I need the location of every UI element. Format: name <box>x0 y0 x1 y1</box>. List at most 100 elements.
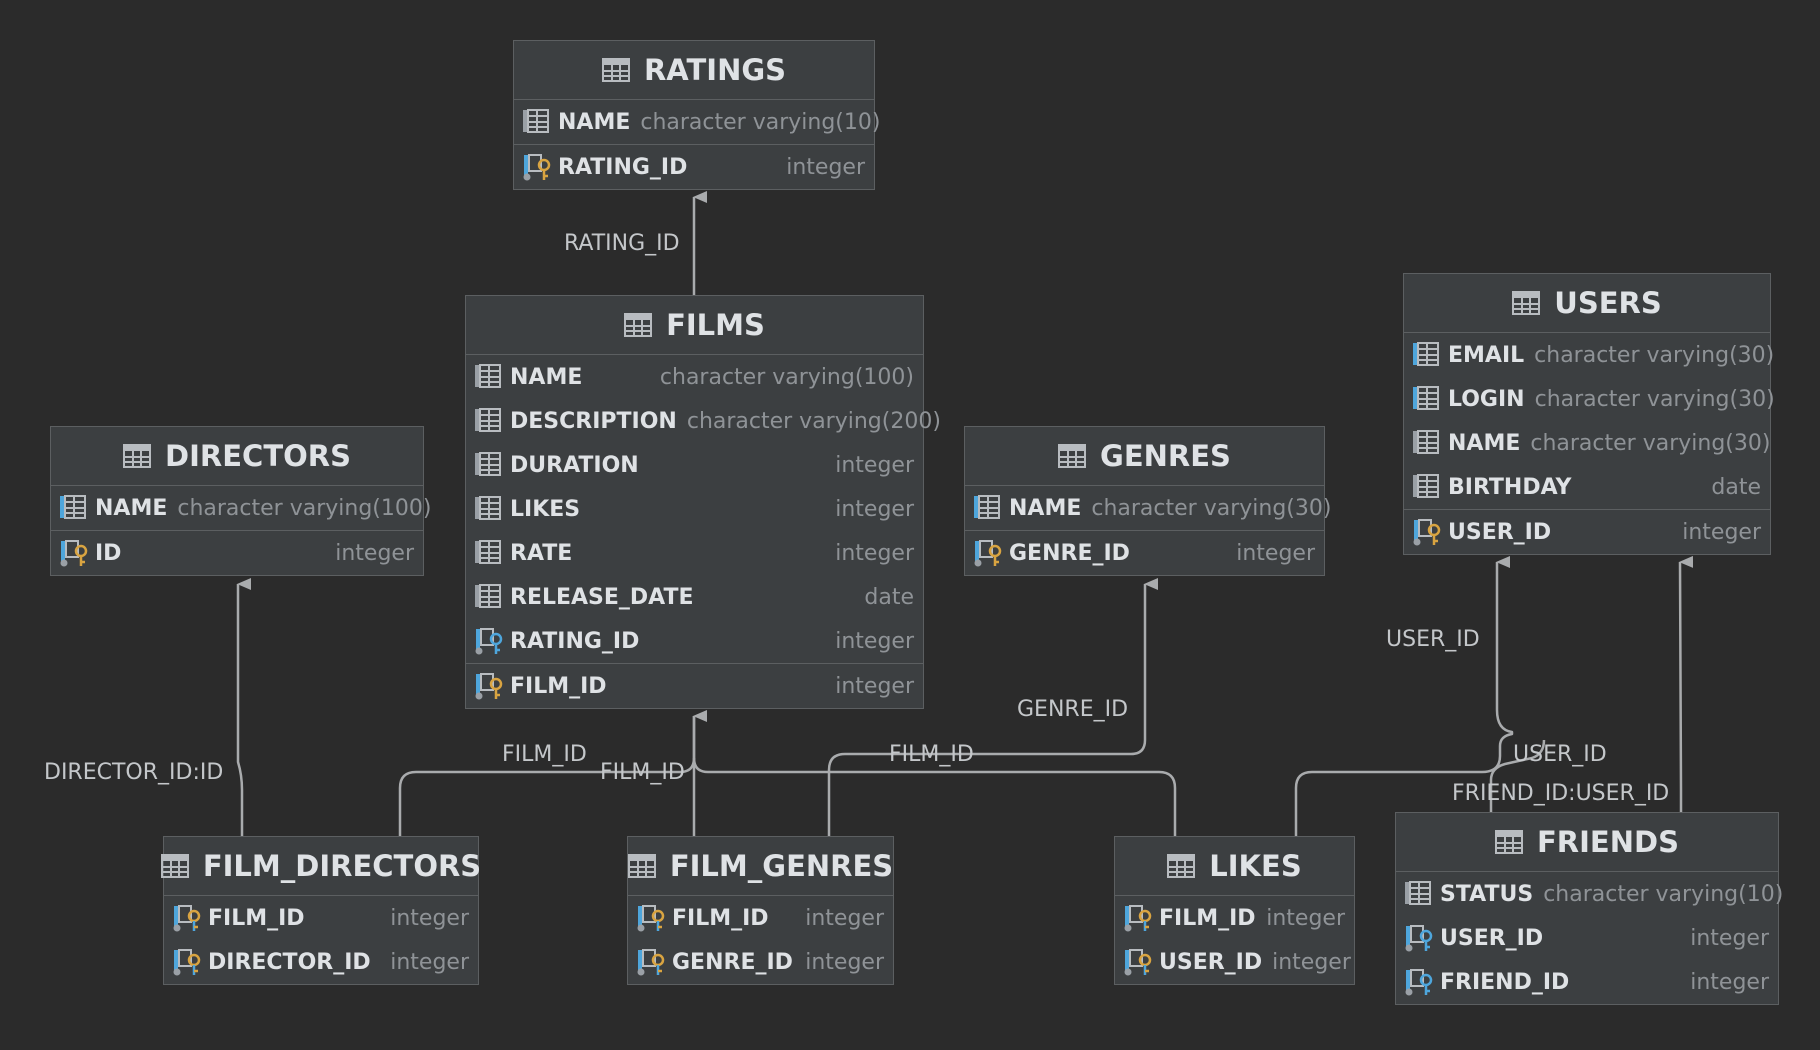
table-header: LIKES <box>1115 837 1354 896</box>
column-row[interactable]: FILM_ID integer <box>164 896 478 940</box>
column-type: integer <box>335 540 414 566</box>
table-title: FILM_DIRECTORS <box>202 849 482 883</box>
column-row[interactable]: RELEASE_DATE date <box>466 575 923 619</box>
column-row[interactable]: RATING_ID integer <box>466 619 923 663</box>
column-icon <box>59 493 89 523</box>
table-film-genres[interactable]: FILM_GENRES FILM_ID integer GENRE_ID int… <box>627 836 894 985</box>
column-row[interactable]: STATUS character varying(10) <box>1396 872 1783 916</box>
table-film-directors[interactable]: FILM_DIRECTORS FILM_ID integer DIRECTOR_… <box>160 836 482 985</box>
column-type: integer <box>1690 969 1769 995</box>
column-row[interactable]: NAME character varying(100) <box>466 355 923 399</box>
column-row[interactable]: GENRE_ID integer <box>965 530 1324 575</box>
column-name: FILM_ID <box>1159 905 1256 931</box>
column-row[interactable]: ID integer <box>51 530 423 575</box>
column-type: character varying(100) <box>659 364 914 390</box>
edge-likes-films <box>692 757 1177 836</box>
column-row[interactable]: DESCRIPTION character varying(200) <box>466 399 941 443</box>
edge-label-user-id-likes: USER_ID <box>1386 627 1480 652</box>
table-title: DIRECTORS <box>165 439 351 473</box>
primary-foreign-key-icon <box>636 903 666 933</box>
column-name: FILM_ID <box>510 673 607 699</box>
edge-label-film-id-directors: FILM_ID <box>502 742 587 767</box>
column-type: character varying(30) <box>1091 495 1332 521</box>
column-row[interactable]: FILM_ID integer <box>466 663 923 708</box>
column-row[interactable]: GENRE_ID integer <box>628 940 893 984</box>
primary-foreign-key-icon <box>636 947 666 977</box>
column-type: integer <box>786 154 865 180</box>
table-icon <box>627 854 656 878</box>
column-row[interactable]: USER_ID integer <box>1404 509 1770 554</box>
table-header: RATINGS <box>514 41 874 100</box>
column-type: character varying(30) <box>1530 430 1771 456</box>
primary-key-icon <box>59 538 89 568</box>
column-name: BIRTHDAY <box>1448 474 1572 500</box>
table-title: GENRES <box>1100 439 1231 473</box>
column-row[interactable]: RATE integer <box>466 531 923 575</box>
edge-label-user-id-friends: USER_ID <box>1513 742 1607 767</box>
column-name: RATING_ID <box>510 628 640 654</box>
column-name: NAME <box>1009 495 1082 521</box>
table-icon <box>160 854 189 878</box>
primary-key-icon <box>1412 517 1442 547</box>
column-name: USER_ID <box>1448 519 1552 545</box>
table-header: FILMS <box>466 296 923 355</box>
column-type: integer <box>835 452 914 478</box>
column-row[interactable]: BIRTHDAY date <box>1404 465 1770 509</box>
edge-film-directors-directors <box>236 578 251 836</box>
column-row[interactable]: NAME character varying(10) <box>514 100 880 144</box>
column-name: LIKES <box>510 496 581 522</box>
column-row[interactable]: EMAIL character varying(30) <box>1404 333 1774 377</box>
table-users[interactable]: USERS EMAIL character varying(30) LOGIN … <box>1403 273 1775 555</box>
column-type: character varying(100) <box>177 495 432 521</box>
edge-likes-users <box>1294 556 1514 836</box>
column-row[interactable]: LOGIN character varying(30) <box>1404 377 1775 421</box>
column-row[interactable]: NAME character varying(30) <box>965 486 1331 530</box>
foreign-key-icon <box>474 626 504 656</box>
column-row[interactable]: USER_ID integer <box>1115 940 1354 984</box>
column-row[interactable]: DURATION integer <box>466 443 923 487</box>
column-type: integer <box>1690 925 1769 951</box>
primary-foreign-key-icon <box>172 903 202 933</box>
column-icon <box>474 362 504 392</box>
table-icon <box>601 58 630 82</box>
column-row[interactable]: LIKES integer <box>466 487 923 531</box>
table-icon <box>1058 444 1087 468</box>
column-row[interactable]: USER_ID integer <box>1396 916 1778 960</box>
column-name: DIRECTOR_ID <box>208 949 371 975</box>
column-name: RATING_ID <box>558 154 688 180</box>
column-type: character varying(10) <box>640 109 881 135</box>
column-type: integer <box>805 905 884 931</box>
column-icon <box>1412 340 1442 370</box>
column-row[interactable]: RATING_ID integer <box>514 144 874 189</box>
table-ratings[interactable]: RATINGS NAME character varying(10) RATIN… <box>513 40 880 190</box>
column-type: integer <box>835 628 914 654</box>
column-name: NAME <box>1448 430 1521 456</box>
column-row[interactable]: NAME character varying(100) <box>51 486 431 530</box>
column-type: integer <box>390 949 469 975</box>
table-directors[interactable]: DIRECTORS NAME character varying(100) ID… <box>50 426 431 576</box>
table-friends[interactable]: FRIENDS STATUS character varying(10) USE… <box>1395 812 1783 1005</box>
column-type: integer <box>805 949 884 975</box>
column-icon <box>474 538 504 568</box>
table-likes[interactable]: LIKES FILM_ID integer USER_ID integer <box>1114 836 1355 985</box>
table-header: FILM_DIRECTORS <box>160 837 482 896</box>
column-name: LOGIN <box>1448 386 1525 412</box>
column-type: character varying(30) <box>1534 342 1775 368</box>
column-icon <box>1404 879 1434 909</box>
column-row[interactable]: FILM_ID integer <box>1115 896 1354 940</box>
primary-key-icon <box>474 671 504 701</box>
table-icon <box>123 444 152 468</box>
table-genres[interactable]: GENRES NAME character varying(30) GENRE_… <box>964 426 1331 576</box>
column-row[interactable]: FILM_ID integer <box>628 896 893 940</box>
column-row[interactable]: DIRECTOR_ID integer <box>164 940 478 984</box>
table-films[interactable]: FILMS NAME character varying(100) DESCRI… <box>465 295 941 709</box>
column-type: character varying(200) <box>686 408 941 434</box>
column-type: integer <box>835 673 914 699</box>
edge-label-film-id-genres: FILM_ID <box>600 760 685 785</box>
column-name: USER_ID <box>1159 949 1263 975</box>
column-row[interactable]: FRIEND_ID integer <box>1396 960 1778 1004</box>
edge-label-rating-id: RATING_ID <box>564 231 680 256</box>
column-name: EMAIL <box>1448 342 1525 368</box>
column-row[interactable]: NAME character varying(30) <box>1404 421 1770 465</box>
